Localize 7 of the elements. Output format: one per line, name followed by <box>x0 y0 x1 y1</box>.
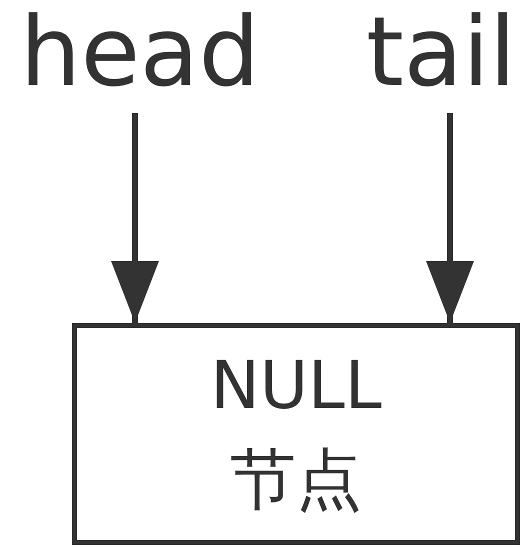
box-label: 节点 <box>229 440 363 520</box>
pointer-label: head <box>20 0 250 105</box>
arrow <box>426 113 474 323</box>
node-box <box>72 323 520 545</box>
pointer-label: tail <box>365 0 517 105</box>
box-label: NULL <box>209 346 383 426</box>
arrow <box>111 113 159 323</box>
